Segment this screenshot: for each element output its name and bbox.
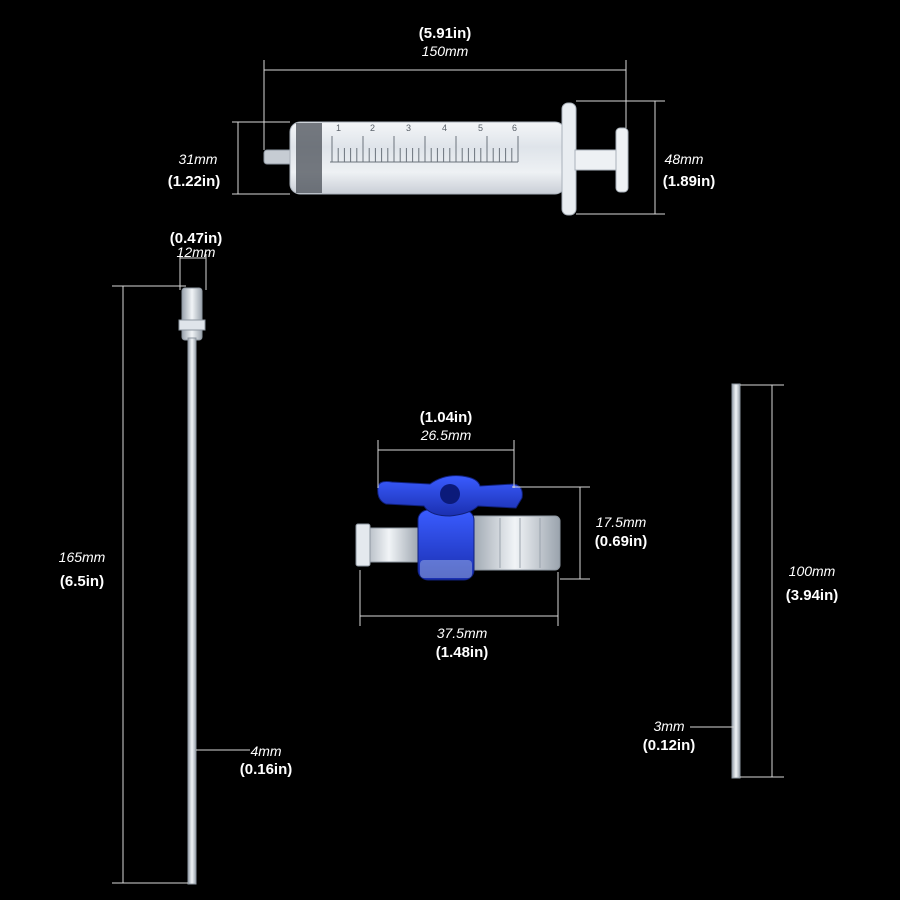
tube-body <box>731 383 741 779</box>
stopcock-handle-width-inch: (1.04in) <box>420 409 473 426</box>
syringe-grad-6: 6 <box>512 123 517 133</box>
syringe-plunger-seal <box>296 123 322 193</box>
stopcock-handle-hole <box>440 484 460 504</box>
needle-dimensions <box>112 254 250 884</box>
syringe-barrel-diameter-mm: 31mm <box>179 151 218 167</box>
syringe-grad-5: 5 <box>478 123 483 133</box>
stopcock-base <box>420 560 472 578</box>
syringe-plunger-rod <box>574 149 621 171</box>
needle-diameter-inch: (0.16in) <box>240 761 293 778</box>
syringe-thumb-rest <box>615 127 629 193</box>
needle-shaft <box>187 337 197 885</box>
syringe-barrel <box>289 121 566 195</box>
syringe-grad-4: 4 <box>442 123 447 133</box>
syringe-barrel-diameter-inch: (1.22in) <box>168 173 221 190</box>
needle-hub-width-mm: 12mm <box>177 244 216 260</box>
stopcock-height-inch: (0.69in) <box>595 533 648 550</box>
stopcock-length-mm: 37.5mm <box>437 625 488 641</box>
tube-diameter-mm: 3mm <box>653 718 684 734</box>
syringe-flange-height-mm: 48mm <box>665 151 704 167</box>
syringe-grad-2: 2 <box>370 123 375 133</box>
stopcock-height-mm: 17.5mm <box>596 514 647 530</box>
needle-length-mm: 165mm <box>59 549 106 565</box>
needle-hub-width-inch: (0.47in) <box>170 230 223 247</box>
syringe-flange <box>561 102 577 216</box>
tube-length-mm: 100mm <box>789 563 836 579</box>
tube <box>731 383 741 779</box>
tube-length-inch: (3.94in) <box>786 587 839 604</box>
syringe: 1 2 3 4 5 6 <box>263 102 629 216</box>
stopcock-length-inch: (1.48in) <box>436 644 489 661</box>
syringe-flange-height-inch: (1.89in) <box>663 173 716 190</box>
syringe-grad-1: 1 <box>336 123 341 133</box>
syringe-scale-ticks <box>331 136 519 162</box>
needle-diameter-mm: 4mm <box>250 743 281 759</box>
needle-hub-collar <box>178 319 206 331</box>
needle-hub <box>181 287 203 341</box>
needle <box>178 287 206 885</box>
syringe-length-mm: 150mm <box>422 43 469 59</box>
syringe-length-inch: (5.91in) <box>419 25 472 42</box>
syringe-grad-3: 3 <box>406 123 411 133</box>
needle-length-inch: (6.5in) <box>60 573 104 590</box>
stopcock <box>355 475 561 581</box>
stopcock-right-port <box>469 515 561 571</box>
tube-dimensions <box>690 384 784 778</box>
stopcock-left-port-rim <box>355 523 371 567</box>
stopcock-handle-width-mm: 26.5mm <box>420 427 472 443</box>
syringe-dimensions <box>232 60 665 215</box>
tube-diameter-inch: (0.12in) <box>643 737 696 754</box>
stopcock-dimensions <box>359 440 590 626</box>
